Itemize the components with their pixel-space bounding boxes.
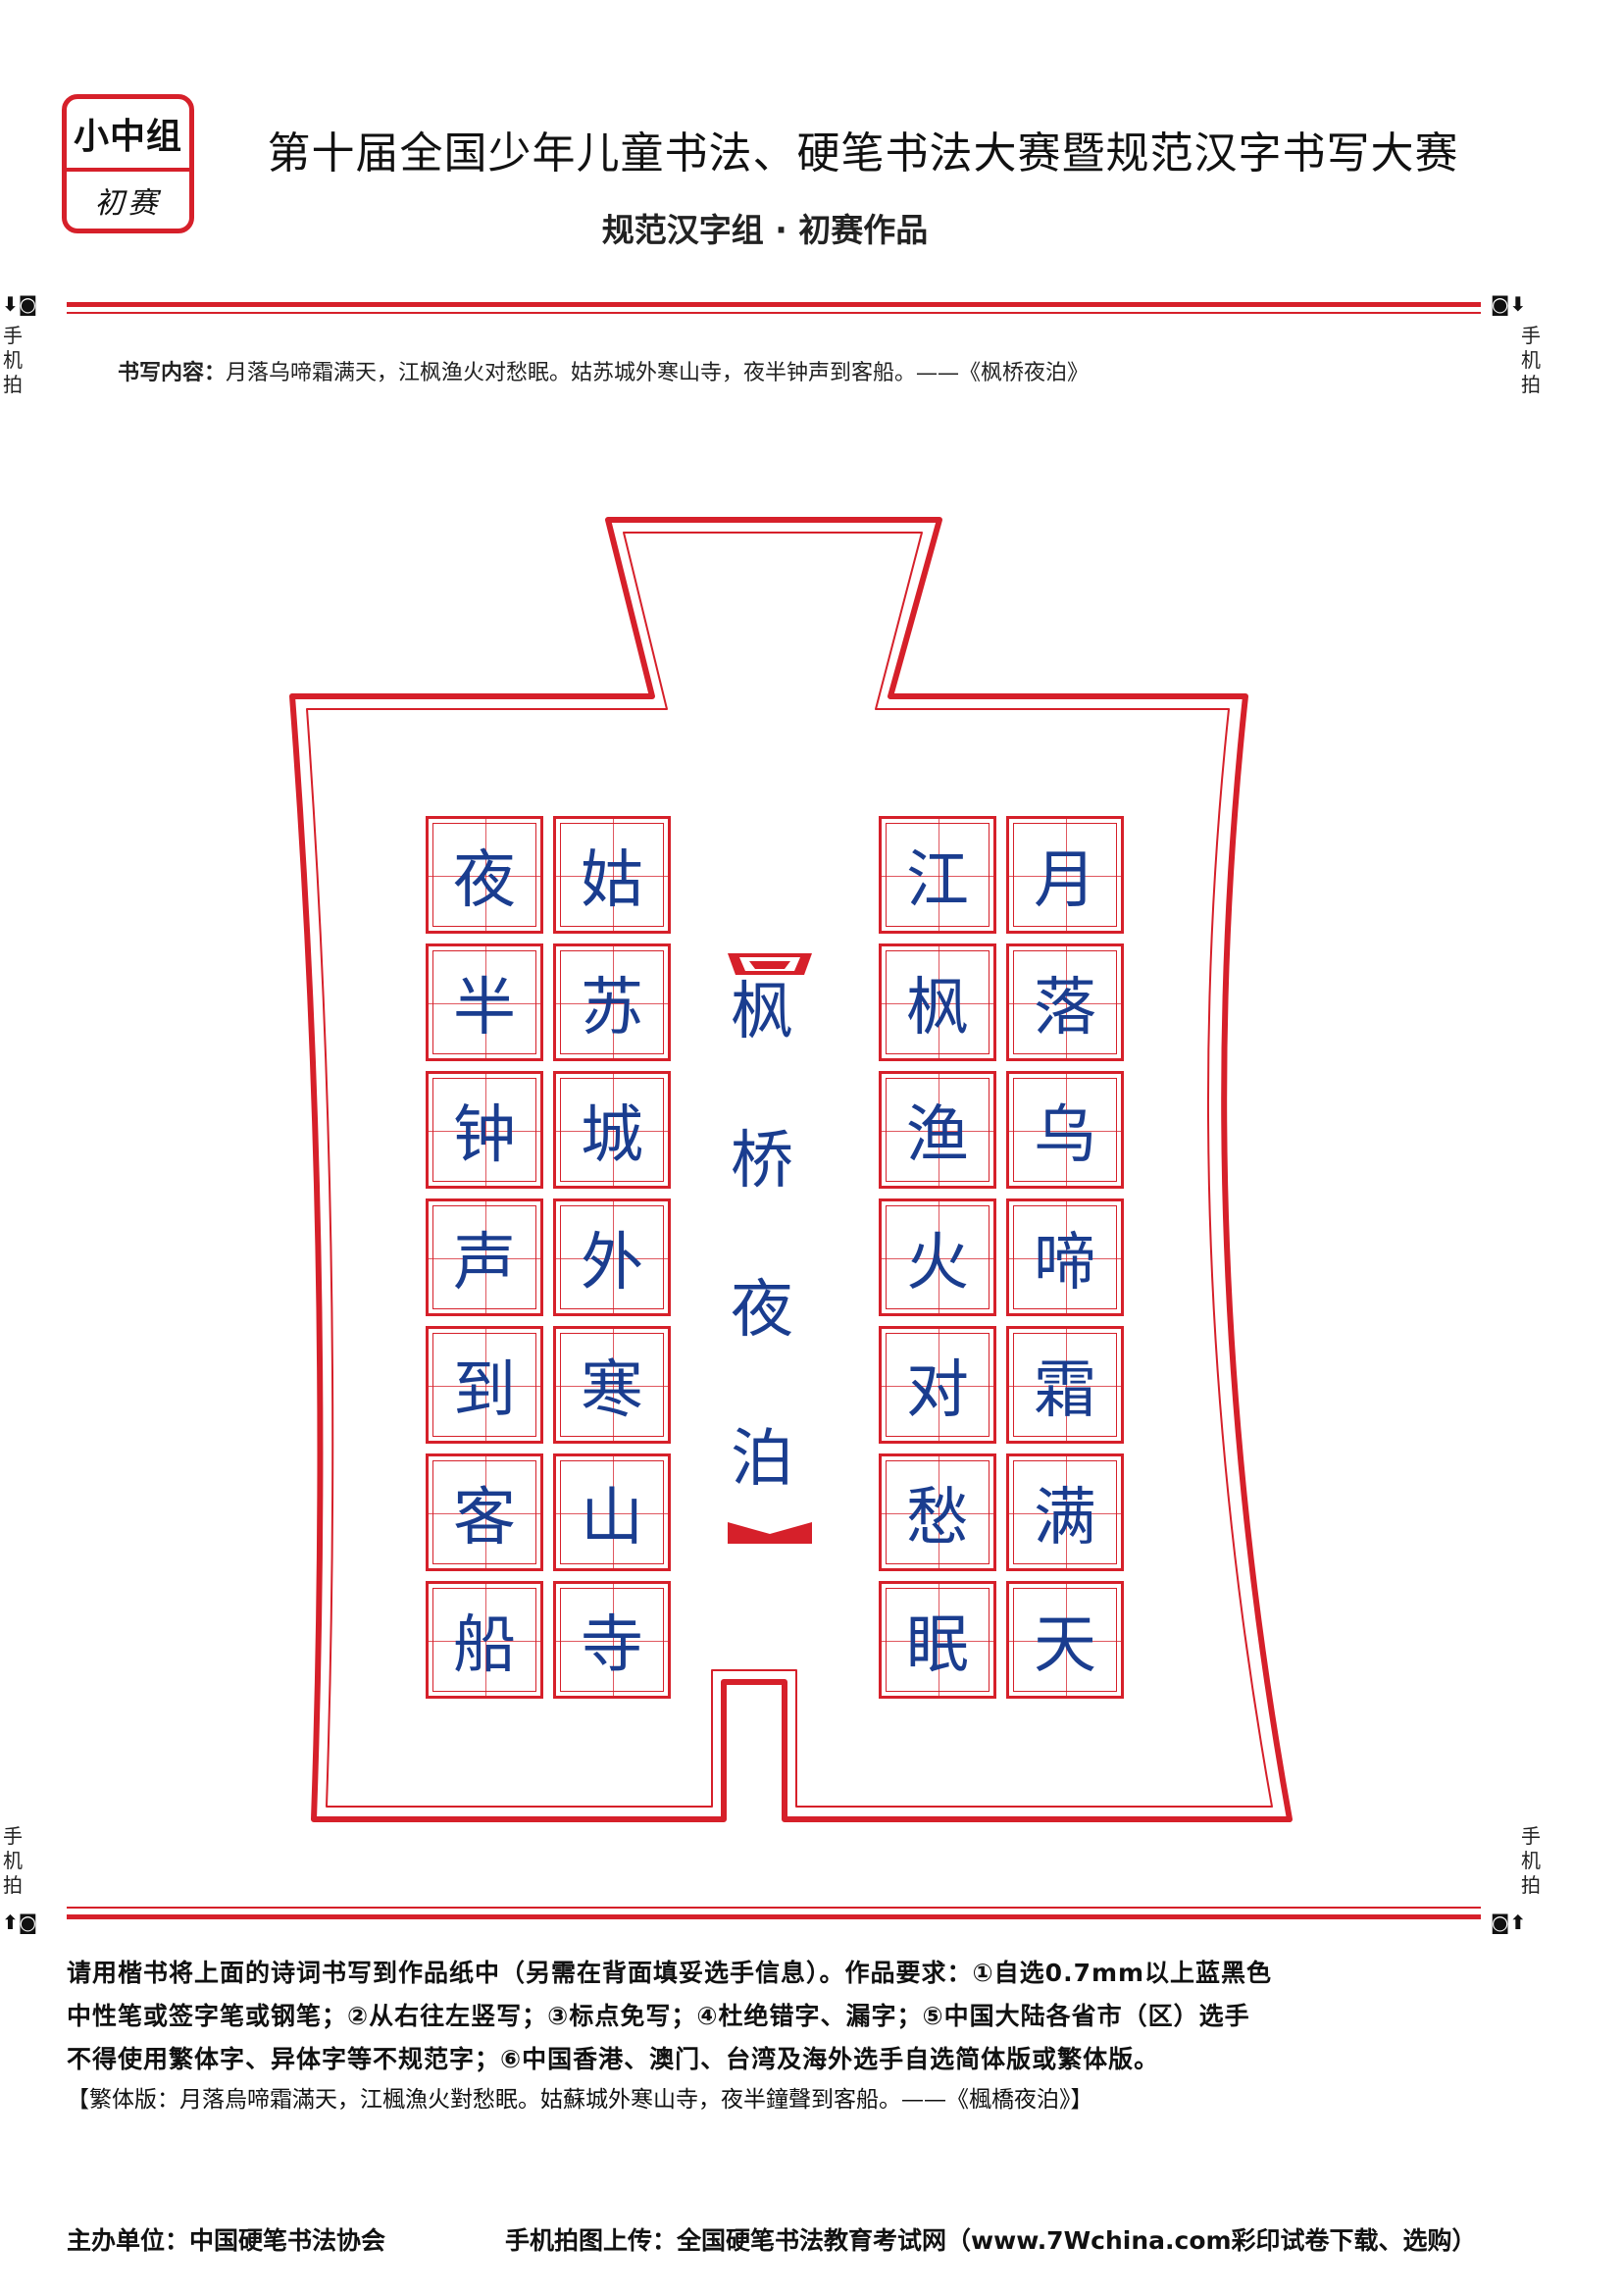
grid-char: 对: [906, 1354, 969, 1427]
grid-cell: 夜: [426, 816, 543, 934]
grid-char: 声: [453, 1227, 516, 1300]
grid-cell: 城: [553, 1071, 671, 1189]
title-top-marker: [728, 953, 812, 975]
grid-char: 啼: [1034, 1227, 1096, 1300]
grid-cell: 愁: [879, 1453, 996, 1571]
camera-icon: ⬇◙: [2, 292, 38, 316]
organizer: 主办单位：中国硬笔书法协会: [67, 2226, 386, 2255]
grid-cell: 天: [1006, 1581, 1124, 1699]
grid-char: 渔: [906, 1099, 969, 1172]
side-mark-top-right: 手机拍: [1521, 324, 1541, 396]
grid-char: 姑: [581, 844, 643, 917]
grid-cell: 落: [1006, 943, 1124, 1061]
grid-cell: 渔: [879, 1071, 996, 1189]
grid-char: 霜: [1034, 1354, 1096, 1427]
grid-cell: 寺: [553, 1581, 671, 1699]
requirement-line: 中性笔或签字笔或钢笔；②从右往左竖写；③标点免写；④杜绝错字、漏字；⑤中国大陆各…: [67, 2002, 1250, 2030]
requirement-line: 不得使用繁体字、异体字等不规范字；⑥中国香港、澳门、台湾及海外选手自选简体版或繁…: [67, 2045, 1160, 2073]
grid-cell: 姑: [553, 816, 671, 934]
grid-char: 寒: [581, 1354, 643, 1427]
writing-content: 书写内容：月落乌啼霜满天，江枫渔火对愁眠。姑苏城外寒山寺，夜半钟声到客船。——《…: [118, 355, 1491, 386]
grid-cell: 钟: [426, 1071, 543, 1189]
camera-icon: ◙⬆: [1491, 1911, 1527, 1934]
grid-char: 愁: [906, 1482, 969, 1555]
grid-cell: 外: [553, 1198, 671, 1316]
grid-cell: 半: [426, 943, 543, 1061]
badge-stage: 初赛: [94, 186, 162, 221]
requirements: 请用楷书将上面的诗词书写到作品纸中（另需在背面填妥选手信息）。作品要求：①自选0…: [67, 1952, 1489, 2081]
grid-cell: 啼: [1006, 1198, 1124, 1316]
grid-char: 外: [581, 1227, 643, 1300]
grid-char: 钟: [453, 1099, 516, 1172]
grid-char: 船: [453, 1609, 516, 1682]
grid-cell: 满: [1006, 1453, 1124, 1571]
grid-cell: 山: [553, 1453, 671, 1571]
writing-content-text: 月落乌啼霜满天，江枫渔火对愁眠。姑苏城外寒山寺，夜半钟声到客船。——《枫桥夜泊》: [226, 361, 1090, 385]
bottom-rule: [67, 1914, 1481, 1919]
traditional-version: 【繁体版：月落烏啼霜滿天，江楓漁火對愁眠。姑蘇城外寒山寺，夜半鐘聲到客船。——《…: [67, 2087, 1093, 2113]
grid-char: 枫: [906, 972, 969, 1045]
grid-cell: 声: [426, 1198, 543, 1316]
grid-char: 山: [581, 1482, 643, 1555]
grid-char: 客: [453, 1482, 516, 1555]
grid-cell: 霜: [1006, 1326, 1124, 1444]
grid-char: 半: [453, 972, 516, 1045]
writing-content-label: 书写内容：: [118, 361, 227, 385]
title-bottom-marker: [728, 1522, 812, 1544]
grid-char: 乌: [1034, 1099, 1096, 1172]
grid-cell: 寒: [553, 1326, 671, 1444]
grid-cell: 枫: [879, 943, 996, 1061]
group-badge: 小中组 初赛: [62, 94, 194, 233]
top-rule-thin: [67, 312, 1481, 314]
grid-char: 落: [1034, 972, 1096, 1045]
grid-cell: 月: [1006, 816, 1124, 934]
grid-char: 火: [906, 1227, 969, 1300]
upload-info: 手机拍图上传：全国硬笔书法教育考试网（www.7Wchina.com彩印试卷下载…: [505, 2226, 1477, 2255]
grid-cell: 江: [879, 816, 996, 934]
grid-char: 眠: [906, 1609, 969, 1682]
title-char: 桥: [731, 1125, 793, 1198]
grid-char: 苏: [581, 972, 643, 1045]
side-mark-top-left: 手机拍: [3, 324, 23, 396]
grid-cell: 火: [879, 1198, 996, 1316]
camera-icon: ⬆◙: [2, 1911, 38, 1934]
work-title-vertical: 枫 桥 夜 泊: [718, 981, 806, 1491]
grid-cell: 到: [426, 1326, 543, 1444]
grid-char: 天: [1034, 1609, 1096, 1682]
grid-cell: 乌: [1006, 1071, 1124, 1189]
grid-cell: 对: [879, 1326, 996, 1444]
page-subtitle: 规范汉字组 · 初赛作品: [601, 211, 929, 249]
grid-char: 城: [581, 1099, 643, 1172]
requirement-line: 请用楷书将上面的诗词书写到作品纸中（另需在背面填妥选手信息）。作品要求：①自选0…: [67, 1959, 1273, 1987]
top-rule: [67, 302, 1481, 307]
badge-group: 小中组: [67, 99, 189, 172]
grid-char: 月: [1034, 844, 1096, 917]
camera-icon: ◙⬇: [1491, 292, 1527, 316]
grid-cell: 船: [426, 1581, 543, 1699]
grid-cell: 苏: [553, 943, 671, 1061]
grid-char: 满: [1034, 1482, 1096, 1555]
grid-char: 到: [453, 1354, 516, 1427]
grid-cell: 客: [426, 1453, 543, 1571]
grid-char: 江: [906, 844, 969, 917]
title-char: 泊: [731, 1423, 793, 1496]
grid-cell: 眠: [879, 1581, 996, 1699]
grid-char: 夜: [453, 844, 516, 917]
grid-char: 寺: [581, 1609, 643, 1682]
title-char: 枫: [731, 976, 793, 1048]
title-char: 夜: [731, 1274, 793, 1347]
side-mark-bottom-left: 手机拍: [3, 1824, 23, 1897]
page-title: 第十届全国少年儿童书法、硬笔书法大赛暨规范汉字书写大赛: [267, 128, 1459, 178]
bottom-rule-thin: [67, 1907, 1481, 1909]
side-mark-bottom-right: 手机拍: [1521, 1824, 1541, 1897]
